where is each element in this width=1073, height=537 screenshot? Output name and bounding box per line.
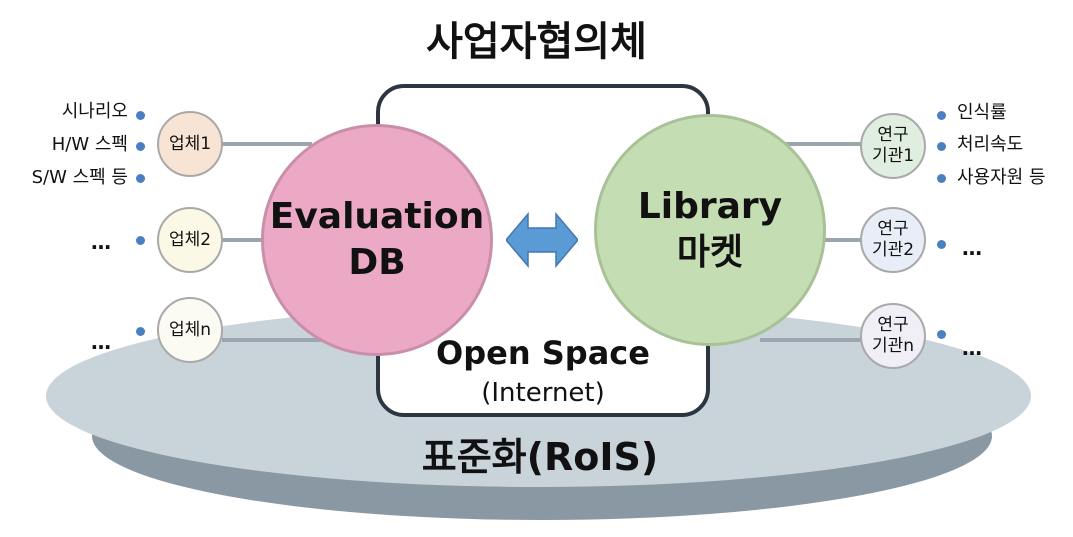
company-n-circle: 업체n xyxy=(157,297,223,363)
library-market-line1: Library xyxy=(637,186,783,227)
platform-label: 표준화(RoIS) xyxy=(421,434,659,479)
institute-n-line1: 연구 xyxy=(877,315,909,335)
company-n-ellipsis: … xyxy=(91,330,112,354)
connector-instituten xyxy=(760,338,862,342)
double-arrow-icon xyxy=(506,212,578,268)
company-2-circle: 업체2 xyxy=(157,207,223,273)
bullet-icon xyxy=(136,111,145,120)
evaluation-db-line2: DB xyxy=(348,242,406,283)
evaluation-db-circle: Evaluation DB xyxy=(261,124,493,356)
connector-institute1 xyxy=(770,142,862,146)
bullet-icon xyxy=(136,174,145,183)
institute-1-line1: 연구 xyxy=(877,125,909,145)
bullet-icon xyxy=(136,327,145,336)
company-item: H/W 스펙 xyxy=(51,134,128,155)
open-space-title: Open Space xyxy=(436,334,650,372)
connector-company1 xyxy=(222,142,312,146)
open-space-subtitle: (Internet) xyxy=(481,378,605,408)
bullet-icon xyxy=(937,111,946,120)
bullet-icon xyxy=(136,142,145,151)
institute-2-circle: 연구 기관2 xyxy=(860,207,926,273)
company-1-circle: 업체1 xyxy=(157,111,223,177)
institute-2-line2: 기관2 xyxy=(871,240,915,260)
library-market-line2: 마켓 xyxy=(676,232,744,273)
institute-item: 인식률 xyxy=(957,102,1007,123)
institute-item: 처리속도 xyxy=(957,134,1024,155)
company-item: 시나리오 xyxy=(61,101,128,122)
library-market-circle: Library 마켓 xyxy=(594,114,826,346)
company-2-ellipsis: … xyxy=(91,230,112,254)
institute-n-ellipsis: … xyxy=(962,336,983,360)
company-n-label: 업체n xyxy=(168,319,212,340)
institute-item: 사용자원 등 xyxy=(957,167,1046,188)
bullet-icon xyxy=(937,240,946,249)
connector-companyn xyxy=(222,338,332,342)
bullet-icon xyxy=(937,174,946,183)
evaluation-db-line1: Evaluation xyxy=(269,196,485,237)
company-item: S/W 스펙 등 xyxy=(31,167,128,188)
institute-n-circle: 연구 기관n xyxy=(860,303,926,369)
company-1-label: 업체1 xyxy=(168,133,212,154)
connector-company2 xyxy=(222,238,272,242)
institute-2-ellipsis: … xyxy=(962,236,983,260)
diagram-title: 사업자협의체 xyxy=(426,19,647,65)
connector-institute2 xyxy=(820,238,862,242)
bullet-icon xyxy=(937,142,946,151)
institute-1-circle: 연구 기관1 xyxy=(860,113,926,179)
institute-1-line2: 기관1 xyxy=(871,146,915,166)
bullet-icon xyxy=(136,236,145,245)
company-2-label: 업체2 xyxy=(168,229,212,250)
bullet-icon xyxy=(937,330,946,339)
institute-n-line2: 기관n xyxy=(871,336,915,356)
institute-2-line1: 연구 xyxy=(877,219,909,239)
